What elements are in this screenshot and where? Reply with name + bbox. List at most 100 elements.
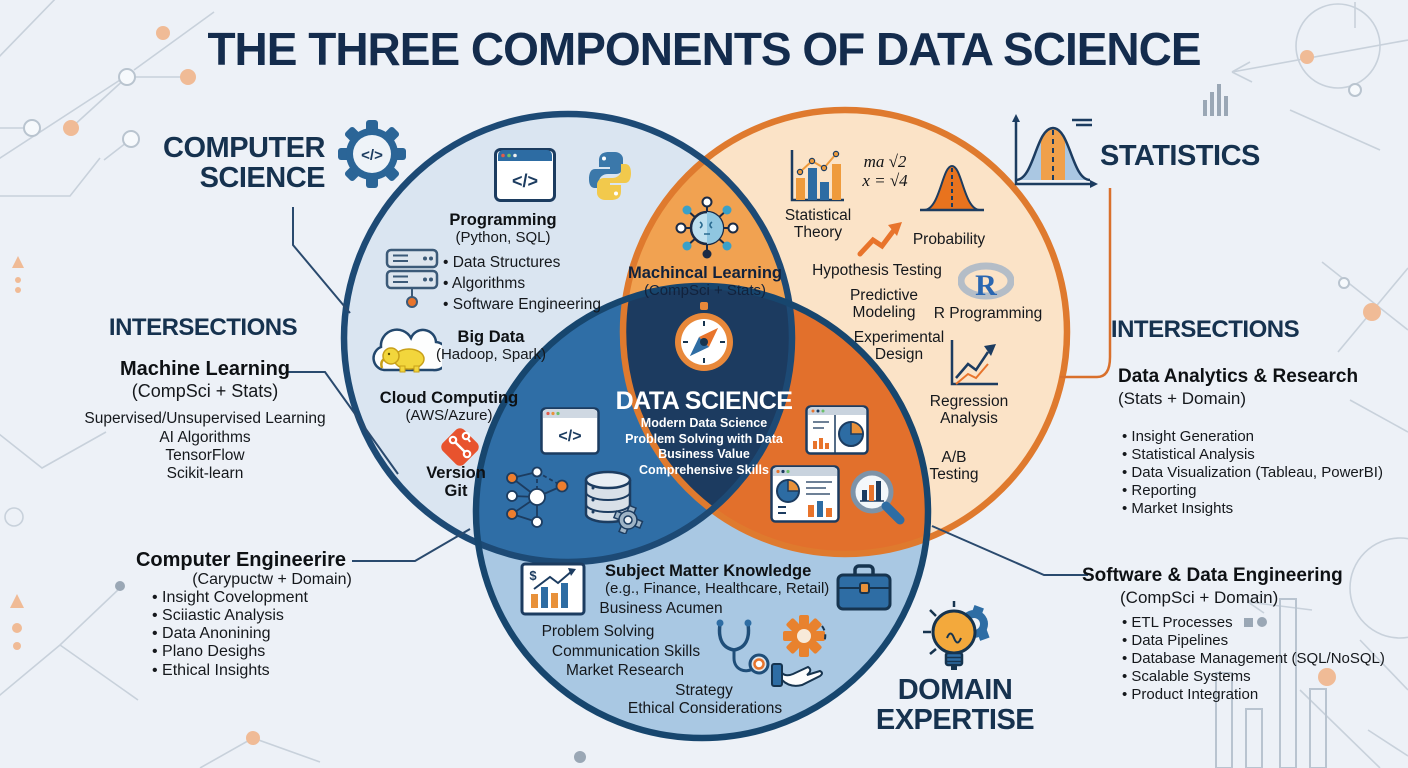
- data-analytics-sub: (Stats + Domain): [1118, 389, 1247, 408]
- trend-arrow-icon: [857, 222, 902, 257]
- hypothesis-testing: Hypothesis Testing: [812, 262, 942, 279]
- computer-engineerire-sub: (Carypuctw + Domain): [192, 571, 352, 588]
- cs-bullet-2: • Algorithms: [443, 275, 526, 292]
- ce-item-1: • Insight Covelopment: [152, 589, 308, 606]
- regression-line2: Analysis: [940, 410, 998, 428]
- regression-analysis: Regression Analysis: [899, 393, 1039, 428]
- domain-item-6: Ethical Considerations: [627, 700, 783, 717]
- computer-science-label-line2: SCIENCE: [199, 161, 326, 194]
- probability-label: Probability: [912, 231, 986, 248]
- center-line-1: Modern Data Science: [640, 416, 768, 430]
- ml-overlap-sub: (CompSci + Stats): [643, 282, 767, 299]
- dashboard-report-icon: [770, 465, 840, 523]
- r-letter: R: [975, 269, 997, 302]
- version-git: Version Git: [396, 464, 516, 501]
- intersections-left-heading: INTERSECTIONS: [108, 314, 298, 341]
- computer-science-label: COMPUTER SCIENCE: [160, 132, 326, 194]
- cs-bullet-1: • Data Structures: [443, 254, 561, 271]
- regression-icon: [950, 340, 998, 386]
- ml-item-3: TensorFlow: [165, 447, 245, 464]
- ab-line1: A/B: [941, 449, 967, 466]
- da-item-4: • Reporting: [1122, 482, 1197, 499]
- domain-expertise-label-line1: DOMAIN: [897, 674, 1013, 706]
- version-git-line2: Git: [444, 482, 468, 501]
- ce-item-5: • Ethical Insights: [152, 662, 270, 679]
- code-glyph: </>: [361, 147, 383, 164]
- connector-software-data-engineering: [931, 525, 1088, 576]
- statistical-theory-line2: Theory: [793, 224, 843, 242]
- ml-item-4: Scikit-learn: [166, 465, 244, 482]
- computer-engineerire-title: Computer Engineerire: [135, 549, 347, 571]
- center-line-4: Comprehensive Skills: [639, 462, 769, 477]
- cs-bullet-3: • Software Engineering: [443, 296, 601, 313]
- dollar-glyph: $: [529, 568, 537, 583]
- magnifier-chart-icon: [850, 470, 905, 525]
- network-graph-icon: [506, 466, 569, 528]
- domain-item-2: Problem Solving: [541, 623, 655, 640]
- math-formula: ma √2 x = √4: [835, 152, 935, 190]
- code-window-icon: </>: [494, 148, 556, 202]
- statistics-bell-axis-icon: [1012, 114, 1098, 188]
- hadoop-cloud-icon: [372, 328, 442, 373]
- da-item-5: • Market Insights: [1122, 500, 1234, 517]
- sde-item-2: • Data Pipelines: [1122, 632, 1229, 649]
- sde-item-1: • ETL Processes: [1122, 614, 1233, 631]
- page-title: THE THREE COMPONENTS OF DATA SCIENCE: [207, 23, 1201, 75]
- server-stack-icon: [385, 248, 439, 308]
- experimental-line2: Design: [874, 346, 924, 364]
- center-line-2: Problem Solving with Data: [625, 431, 783, 446]
- domain-expertise-label: DOMAIN EXPERTISE: [855, 674, 1055, 735]
- data-science-lines: Modern Data Science Problem Solving with…: [594, 416, 814, 478]
- intersections-right-heading: INTERSECTIONS: [1110, 316, 1300, 343]
- connector-machine-learning: [286, 371, 399, 475]
- bulb-gear-icon: [923, 601, 990, 670]
- statistics-label: STATISTICS: [1100, 140, 1260, 172]
- sde-item-5: • Product Integration: [1122, 686, 1259, 703]
- math-formula-line1: ma √2: [863, 152, 907, 171]
- dashboard-pie-icon: [805, 405, 869, 455]
- domain-item-1: Business Acumen: [599, 600, 723, 617]
- code-glyph: </>: [558, 428, 581, 445]
- ml-item-1: Supervised/Unsupervised Learning: [84, 410, 326, 427]
- statistical-theory: Statistical Theory: [748, 207, 888, 242]
- python-icon: [589, 152, 631, 200]
- da-item-3: • Data Visualization (Tableau, PowerBI): [1122, 464, 1383, 481]
- data-analytics-title: Data Analytics & Research: [1118, 366, 1359, 387]
- ml-neural-icon: [675, 196, 739, 259]
- connector-computer-engineerire: [352, 528, 471, 562]
- statistical-theory-line1: Statistical: [784, 207, 852, 224]
- center-line-3: Business Value: [658, 447, 750, 461]
- connector-statistics: [1060, 188, 1112, 379]
- ml-overlap-title: Machincal Learning: [627, 264, 783, 282]
- ce-item-3: • Data Anonining: [152, 625, 271, 642]
- sde-item-3: • Database Management (SQL/NoSQL): [1122, 650, 1385, 667]
- finance-chart-icon: $: [520, 562, 586, 616]
- overlap-code-window-icon: </>: [540, 407, 600, 455]
- r-logo-icon: R: [958, 262, 1014, 302]
- r-programming: R Programming: [933, 305, 1043, 322]
- computer-science-label-line1: COMPUTER: [163, 132, 325, 164]
- ab-testing: A/B Testing: [894, 449, 1014, 484]
- version-git-line1: Version: [426, 464, 486, 482]
- database-gear-icon: [584, 470, 644, 534]
- briefcase-icon: [836, 564, 892, 611]
- gear-orange-icon: [783, 615, 827, 657]
- domain-item-3: Communication Skills: [551, 643, 701, 660]
- ce-item-2: • Sciiastic Analysis: [152, 607, 284, 624]
- stethoscope-icon: [716, 619, 770, 675]
- cloud-computing-sub: (AWS/Azure): [405, 407, 493, 424]
- big-data-sub: (Hadoop, Spark): [435, 346, 547, 363]
- predictive-line1: Predictive: [849, 287, 919, 304]
- big-data-title: Big Data: [457, 328, 525, 346]
- machine-learning-title: Machine Learning: [119, 358, 291, 380]
- predictive-line2: Modeling: [852, 304, 916, 322]
- regression-line1: Regression: [929, 393, 1009, 410]
- compass-icon: [675, 302, 733, 371]
- sde-item-4: • Scalable Systems: [1122, 668, 1251, 685]
- machine-learning-sub: (CompSci + Stats): [131, 381, 279, 401]
- programming-sub: (Python, SQL): [455, 229, 551, 246]
- da-item-1: • Insight Generation: [1122, 428, 1254, 445]
